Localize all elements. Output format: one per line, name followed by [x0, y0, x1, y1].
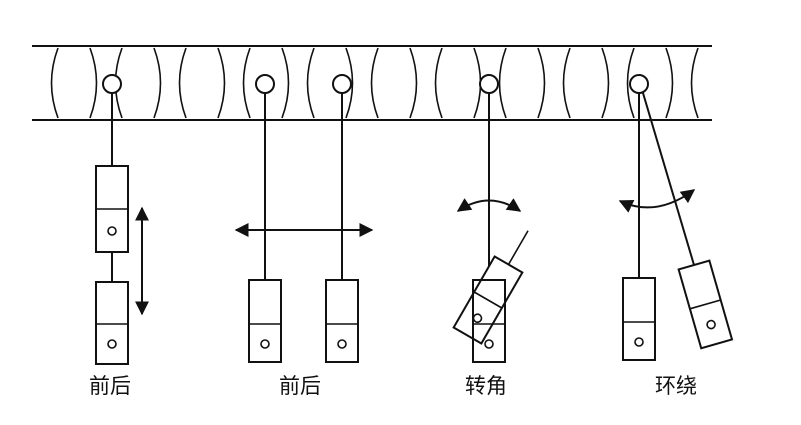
- carrier-1: [95, 281, 129, 365]
- orbit-arrow: [618, 189, 696, 213]
- pivot-1: [102, 74, 122, 94]
- swung-carrier-hole: [706, 319, 716, 330]
- carrier-2b-hole: [337, 339, 347, 349]
- rail-ridge: [217, 47, 226, 119]
- rail-ridge: [306, 47, 315, 119]
- panel-rotation: 转角: [452, 74, 529, 398]
- swung-carrier-divider: [689, 299, 721, 310]
- rail-ridge: [89, 47, 98, 119]
- rotated-carrier-ghost: [452, 230, 529, 345]
- panel-horizontal-oscillation: 前后: [234, 74, 374, 398]
- rotated-carrier-divider: [473, 291, 503, 309]
- pivot-3: [479, 74, 499, 94]
- panel-orbit: 环绕: [618, 74, 734, 398]
- label-panel-4: 环绕: [655, 374, 697, 398]
- carrier-1-hole: [107, 339, 117, 349]
- rail-ridge: [601, 47, 610, 119]
- rail-ridge: [178, 47, 187, 119]
- label-panel-2: 前后: [279, 374, 321, 398]
- carrier-2a: [248, 279, 282, 363]
- rail-ridge: [498, 47, 507, 119]
- rail-ridge: [562, 47, 571, 119]
- carrier-4-hole: [634, 337, 644, 347]
- rail-ridge: [690, 47, 699, 119]
- conveyor-rail: [32, 45, 712, 121]
- carrier-3: [472, 279, 506, 363]
- carrier-4: [622, 277, 656, 361]
- rail-ridge: [626, 47, 635, 119]
- swung-hanger-rod: [642, 92, 695, 266]
- ghost-carrier-hole: [107, 226, 117, 236]
- swung-carrier: [677, 259, 734, 350]
- rail-ridge: [153, 47, 162, 119]
- label-panel-1: 前后: [89, 374, 131, 398]
- carrier-2a-hole: [260, 339, 270, 349]
- rotation-arrow: [456, 198, 522, 212]
- rail-ridge: [434, 47, 443, 119]
- rail-ridge: [370, 47, 379, 119]
- rail-ridge: [537, 47, 546, 119]
- pivot-2b: [332, 74, 352, 94]
- rail-ridge: [345, 47, 354, 119]
- pivot-2a: [255, 74, 275, 94]
- carrier-3-hole: [484, 339, 494, 349]
- pivot-4: [629, 74, 649, 94]
- rail-ridge: [409, 47, 418, 119]
- rail-ridge: [281, 47, 290, 119]
- rail-ridge: [50, 47, 59, 119]
- rail-ridges: [50, 47, 699, 119]
- rotated-rod-extension: [507, 230, 529, 265]
- rail-ridge: [665, 47, 674, 119]
- panel-vertical-oscillation: 前后: [89, 74, 149, 398]
- label-panel-3: 转角: [465, 374, 507, 398]
- rail-ridge: [242, 47, 251, 119]
- carrier-2b: [325, 279, 359, 363]
- rotated-carrier-hole: [472, 313, 483, 323]
